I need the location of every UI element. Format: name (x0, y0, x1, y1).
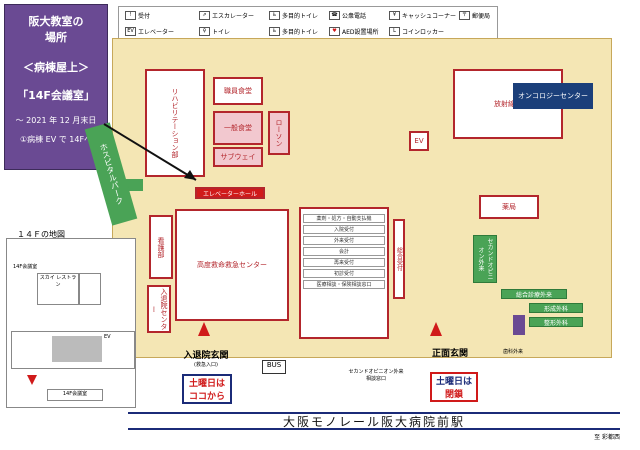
dental-note: 歯科外来 (502, 349, 523, 355)
mini-map: １４Ｆの地図 14F会議室 スカイ レストラン EV 14F会議室 (6, 230, 136, 408)
cash-icon: ¥ (389, 11, 400, 20)
sat-left-1: 土曜日は (188, 379, 225, 389)
pharmacy-room: 薬局 (479, 195, 539, 219)
list-item: 薬剤・処方・自動支払機 (303, 214, 385, 223)
sat-right-1: 土曜日は (435, 377, 472, 387)
legend-item: ¥キャッシュコーナー (389, 11, 456, 20)
legend-item: 〒郵便局 (459, 11, 490, 20)
mini-ev: EV (104, 334, 111, 340)
toilet-icon: ♀ (199, 27, 210, 36)
general-dining-room: 一般食堂 (213, 111, 263, 145)
sat-right-2: 閉鎖 (444, 390, 463, 400)
notice-line2: 場所 (45, 31, 67, 44)
bus-stop: BUS (262, 360, 286, 374)
admission-center: 入退院センター (147, 285, 171, 333)
subway-room: サブウェイ (213, 147, 263, 167)
list-item: 会計 (303, 247, 385, 256)
mini-block: EV (11, 331, 135, 369)
locker-icon: L (389, 27, 400, 36)
list-item: 入院受付 (303, 225, 385, 234)
notice-box: 阪大教室の 場所 ＜病棟屋上＞ 「14F会議室」 ～ 2021 年 12 月末日… (4, 4, 108, 170)
oncology-center: オンコロジーセンター (513, 83, 593, 109)
post-icon: 〒 (459, 11, 470, 20)
legend-item: !受付 (125, 11, 150, 20)
elevator-icon-sub (513, 315, 525, 335)
sat-left-2: ココから (188, 392, 225, 402)
reception-list: 薬剤・処方・自動支払機 入院受付 外来受付 会計 再来受付 初診受付 医療相談・… (299, 207, 389, 339)
entrance-main: 正面玄関 (431, 349, 468, 359)
pointer-arrow (103, 123, 197, 181)
notice-line5: ～ 2021 年 12 月末日 (15, 116, 97, 125)
notice-line4: 「14F会議室」 (17, 89, 95, 102)
entrance-admission: 入退院玄関 (183, 351, 229, 361)
phone-icon: ☎ (329, 11, 340, 20)
legend-item: ♥AED設置場所 (329, 27, 379, 36)
notice-line6: ①病棟 EV で 14Fへ (19, 135, 93, 144)
mini-sky: スカイ レストラン (37, 273, 79, 305)
elevator-icon-main: EV (409, 131, 429, 151)
footer-note: 至 彩都西 (594, 434, 620, 441)
legend-item: ☎公衆電話 (329, 11, 366, 20)
entrance-subtext: (救急入口) (194, 362, 218, 368)
nursing-room: 看護部 (149, 215, 173, 279)
escalator-icon: ⇗ (199, 11, 210, 20)
mini-bottom: 14F会議室 (47, 389, 103, 401)
map-legend: !受付 ⇗エスカレーター ♿多目的トイレ ☎公衆電話 ¥キャッシュコーナー 〒郵… (118, 6, 498, 40)
multi-toilet-icon: ♿ (269, 27, 280, 36)
elevator-hall: エレベーターホール (195, 187, 265, 199)
orthopedic: 整形外科 (529, 317, 583, 327)
list-item: 外来受付 (303, 236, 385, 245)
mini-grey (52, 336, 102, 362)
list-item: 初診受付 (303, 269, 385, 278)
cafeteria-room: 職員食堂 (213, 77, 263, 105)
list-item: 再来受付 (303, 258, 385, 267)
arrow-up-icon (198, 322, 210, 336)
aed-icon: ♥ (329, 27, 340, 36)
notice-line1: 阪大教室の (28, 15, 84, 28)
plastic-surgery: 形成外科 (529, 303, 583, 313)
rehab-room: リハビリテーション部 (145, 69, 205, 177)
saturday-left: 土曜日は ココから (182, 374, 232, 404)
notice-line3: ＜病棟屋上＞ (23, 61, 89, 74)
lawson-room: ローソン (268, 111, 290, 155)
mini-14f-label: 14F会議室 (13, 264, 38, 270)
mini-map-title: １４Ｆの地図 (17, 230, 65, 239)
elevator-icon: EV (125, 27, 136, 36)
general-hall: 総合診療外来 (501, 289, 567, 299)
floor-map: 放射線部 リハビリテーション部 職員食堂 一般食堂 ローソン サブウェイ エレベ… (112, 38, 612, 358)
second-opinion: セカンドオピニオン外来 (473, 235, 497, 283)
arrow-down-icon (27, 375, 37, 385)
legend-item: ♀トイレ (199, 27, 230, 36)
multi-toilet-icon: ♿ (269, 11, 280, 20)
legend-item: ⇗エスカレーター (199, 11, 254, 20)
radiology-room: 放射線部 (453, 69, 563, 139)
mini-room (79, 273, 101, 305)
saturday-right: 土曜日は 閉鎖 (430, 372, 478, 402)
second-entrance: セカンドオピニオン外来 相談窓口 (348, 369, 404, 382)
reception-icon: ! (125, 11, 136, 20)
list-item: 医療相談・保険相談窓口 (303, 280, 385, 289)
arrow-up-icon (430, 322, 442, 336)
legend-item: ♿多目的トイレ (269, 11, 318, 20)
legend-item: ♿多目的トイレ (269, 27, 318, 36)
emergency-center: 高度救命救急センター (175, 209, 289, 321)
station-bar: 大阪モノレール阪大病院前駅 (128, 412, 620, 430)
escalator-column: 総合受付 (393, 219, 405, 299)
